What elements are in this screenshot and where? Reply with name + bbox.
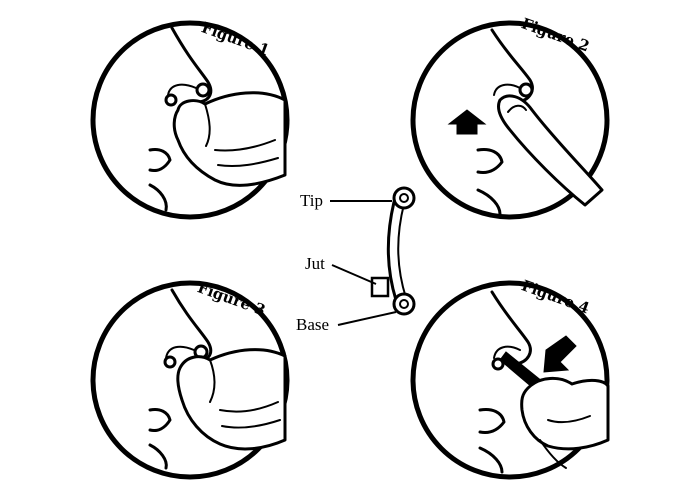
figure-4-lips — [478, 408, 506, 434]
tip-label: Tip — [300, 191, 323, 210]
figure-3-finger-line-1 — [219, 401, 279, 413]
figure-1-finger-line-1 — [214, 139, 276, 152]
figure-1-nose — [170, 26, 213, 104]
base-label: Base — [296, 315, 329, 334]
figure-2-chin — [476, 188, 502, 216]
figure-2-nose — [490, 28, 534, 104]
figure-3-device-arc — [165, 345, 195, 359]
base-leader-line — [337, 311, 397, 326]
figure-1-finger-line-2 — [217, 157, 279, 168]
device-diagram: Tip Jut Base — [296, 186, 416, 334]
figure-1-thumb-line — [204, 103, 211, 147]
figure-3-chin — [148, 443, 168, 470]
figure-4-down-arrow-icon — [543, 335, 577, 373]
figure-2-device-arc — [493, 83, 521, 96]
device-base-hole — [399, 299, 409, 309]
figure-2-panel: Figure 2 — [410, 14, 610, 220]
figure-4-panel: Figure 4 — [410, 276, 610, 480]
figure-4-chin — [478, 446, 504, 474]
figure-2-finger — [496, 94, 604, 207]
figure-1-panel: Figure 1 — [90, 18, 290, 220]
figure-2-lips — [476, 148, 504, 174]
figure-1-device-arc — [167, 83, 197, 96]
figure-4-wrist-line — [539, 439, 567, 469]
figure-2-device-tip — [518, 82, 534, 98]
figure-4-finger-line — [547, 415, 591, 424]
device-jut — [370, 276, 390, 298]
jut-leader-line — [331, 264, 377, 285]
figure-4-hand — [520, 377, 610, 451]
device-body-outer — [386, 200, 398, 302]
figure-1-device-base — [164, 93, 178, 107]
figure-4-device-arc — [493, 345, 521, 359]
figure-3-thumb-line — [209, 359, 216, 403]
device-tip-hole — [399, 193, 409, 203]
figure-4-nose — [490, 290, 532, 366]
figure-2-fingernail — [507, 104, 527, 113]
figure-3-finger-line-2 — [221, 419, 281, 429]
jut-label: Jut — [305, 254, 325, 273]
figure-3-panel: Figure 3 — [90, 278, 290, 480]
figure-1-device-tip — [195, 82, 211, 98]
figure-1-chin — [148, 183, 168, 212]
figure-4-device-base — [491, 357, 505, 371]
figure-2-up-arrow-icon — [447, 109, 487, 135]
figure-3-device-base — [163, 355, 177, 369]
figure-3-lips — [148, 408, 172, 432]
figure-1-lips — [148, 148, 172, 172]
device-body-inner — [397, 203, 407, 299]
